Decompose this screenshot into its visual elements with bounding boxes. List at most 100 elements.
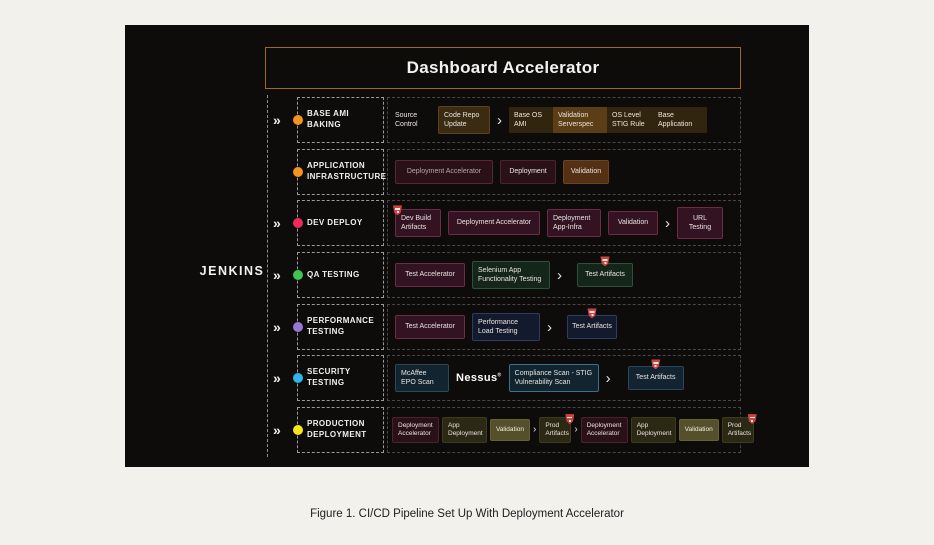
stage-label-box: PERFORMANCE TESTING: [293, 304, 384, 350]
double-chevron-icon: »: [273, 319, 281, 335]
figure-caption: Figure 1. CI/CD Pipeline Set Up With Dep…: [310, 508, 624, 520]
artifact-icon: [600, 256, 610, 267]
step-prod-artifacts: Prod Artifacts: [721, 414, 757, 443]
stage-dot: [293, 270, 303, 280]
segment-base-os-ami: Base OS AMI: [509, 107, 553, 133]
segment-validation-serverspec: Validation Serverspec: [553, 107, 607, 133]
step-compliance-scan-stig-vulnerability-scan: Compliance Scan - STIG Vulnerability Sca…: [508, 364, 599, 392]
stage-label: APPLICATION INFRASTRUCTURE: [307, 161, 387, 181]
step-deployment-accelerator: Deployment Accelerator: [448, 211, 540, 235]
step-app-deployment: App Deployment: [630, 417, 676, 443]
dashboard-title-box: Dashboard Accelerator: [265, 47, 741, 89]
stage-content: Test Accelerator Selenium App Functional…: [387, 252, 741, 298]
double-chevron-icon: »: [273, 267, 281, 283]
arrow-icon: ›: [665, 214, 670, 232]
stage-row-dev-deploy: » DEV DEPLOY Dev Build Artifacts Deploym…: [125, 200, 809, 246]
step-performance-load-testing: Performance Load Testing: [472, 313, 540, 341]
step-test-accelerator: Test Accelerator: [395, 315, 465, 339]
stage-row-base-ami-baking: » BASE AMI BAKING Source Control Code Re…: [125, 97, 809, 143]
artifact-icon: [651, 359, 661, 370]
step-deployment: Deployment: [500, 160, 556, 184]
step-validation: Validation: [563, 160, 609, 184]
step-url-testing: URL Testing: [677, 206, 723, 240]
stage-dot: [293, 167, 303, 177]
stage-label-box: SECURITY TESTING: [293, 355, 384, 401]
step-label: Test Artifacts: [572, 323, 612, 331]
stage-label-box: QA TESTING: [293, 252, 384, 298]
step-deployment-accelerator: Deployment Accelerator: [392, 417, 439, 443]
nessus-logo: Nessus®: [456, 372, 502, 384]
step-prod-artifacts: Prod Artifacts: [539, 414, 575, 443]
artifact-icon: [393, 205, 402, 216]
pipeline-panel: Dashboard Accelerator JENKINS » BASE AMI…: [125, 25, 809, 467]
step-mcafee-epo-scan: McAffee EPO Scan: [395, 364, 449, 392]
step-label: Test Artifacts: [585, 271, 625, 279]
arrow-icon: ›: [605, 369, 611, 387]
stage-dot: [293, 373, 303, 383]
stage-content: Deployment Accelerator Deployment Valida…: [387, 149, 741, 195]
stage-row-security-testing: » SECURITY TESTING McAffee EPO Scan Ness…: [125, 355, 809, 401]
artifact-icon: [747, 414, 757, 425]
step-test-accelerator: Test Accelerator: [395, 263, 465, 287]
arrow-icon: ›: [547, 318, 552, 336]
double-chevron-icon: »: [273, 112, 281, 128]
ami-segment-bar: Base OS AMI Validation Serverspec OS Lev…: [509, 107, 707, 133]
step-deployment-accelerator: Deployment Accelerator: [395, 160, 493, 184]
stage-content: Source Control Code Repo Update › Base O…: [387, 97, 741, 143]
step-validation: Validation: [608, 211, 658, 235]
step-validation: Validation: [490, 418, 530, 442]
stage-content: Deployment Accelerator App Deployment Va…: [387, 407, 757, 453]
step-label: Dev Build Artifacts: [401, 214, 431, 231]
stage-dot: [293, 218, 303, 228]
arrow-icon: ›: [557, 266, 562, 284]
stage-content: McAffee EPO Scan Nessus® Compliance Scan…: [387, 355, 741, 401]
nessus-label: Nessus: [456, 372, 498, 384]
stage-label: PERFORMANCE TESTING: [307, 316, 375, 336]
stage-row-qa-testing: » QA TESTING Test Accelerator Selenium A…: [125, 252, 809, 298]
double-chevron-icon: »: [273, 370, 281, 386]
step-code-repo-update: Code Repo Update: [438, 106, 490, 134]
double-chevron-icon: »: [273, 422, 281, 438]
stage-content: Dev Build Artifacts Deployment Accelerat…: [387, 200, 741, 246]
arrow-icon: ›: [497, 111, 502, 129]
step-test-artifacts: Test Artifacts: [577, 256, 633, 287]
step-source-control: Source Control: [395, 111, 418, 128]
stage-label: BASE AMI BAKING: [307, 109, 350, 129]
jenkins-label: JENKINS: [199, 264, 265, 278]
step-dev-build-artifacts: Dev Build Artifacts: [393, 205, 441, 237]
artifact-icon: [565, 414, 575, 425]
double-chevron-icon: »: [273, 215, 281, 231]
stage-label: SECURITY TESTING: [307, 367, 351, 387]
stage-label-box: PRODUCTION DEPLOYMENT: [293, 407, 384, 453]
artifact-icon: [587, 308, 597, 319]
step-test-artifacts: Test Artifacts: [627, 359, 684, 390]
stage-dot: [293, 115, 303, 125]
stage-row-production-deployment: » PRODUCTION DEPLOYMENT Deployment Accel…: [125, 407, 809, 453]
stage-dot: [293, 322, 303, 332]
stage-label: DEV DEPLOY: [307, 217, 363, 227]
step-test-artifacts: Test Artifacts: [567, 308, 617, 339]
stage-label-box: APPLICATION INFRASTRUCTURE: [293, 149, 387, 195]
pipeline-trunk-line: [267, 95, 268, 457]
stage-content: Test Accelerator Performance Load Testin…: [387, 304, 741, 350]
segment-base-application: Base Application: [653, 107, 707, 133]
stage-row-application-infrastructure: APPLICATION INFRASTRUCTURE Deployment Ac…: [125, 149, 809, 195]
step-selenium-app-functionality-testing: Selenium App Functionality Testing: [472, 261, 550, 289]
registered-mark: ®: [497, 372, 502, 379]
arrow-icon: ›: [574, 424, 578, 435]
step-deployment-accelerator: Deployment Accelerator: [580, 417, 628, 443]
step-deployment-app-infra: Deployment App-Infra: [547, 209, 601, 237]
step-label: Prod Artifacts: [727, 421, 752, 437]
step-app-deployment: App Deployment: [442, 417, 487, 443]
stage-label-box: BASE AMI BAKING: [293, 97, 384, 143]
step-label: Prod Artifacts: [545, 421, 569, 437]
arrow-icon: ›: [533, 424, 537, 435]
stage-label: QA TESTING: [307, 269, 360, 279]
dashboard-title: Dashboard Accelerator: [406, 58, 600, 77]
segment-os-level-stig-rule: OS Level STIG Rule: [607, 107, 653, 133]
stage-label: PRODUCTION DEPLOYMENT: [307, 419, 367, 439]
stage-row-performance-testing: » PERFORMANCE TESTING Test Accelerator P…: [125, 304, 809, 350]
stage-label-box: DEV DEPLOY: [293, 200, 384, 246]
step-label: Test Artifacts: [635, 374, 676, 382]
stage-dot: [293, 425, 303, 435]
